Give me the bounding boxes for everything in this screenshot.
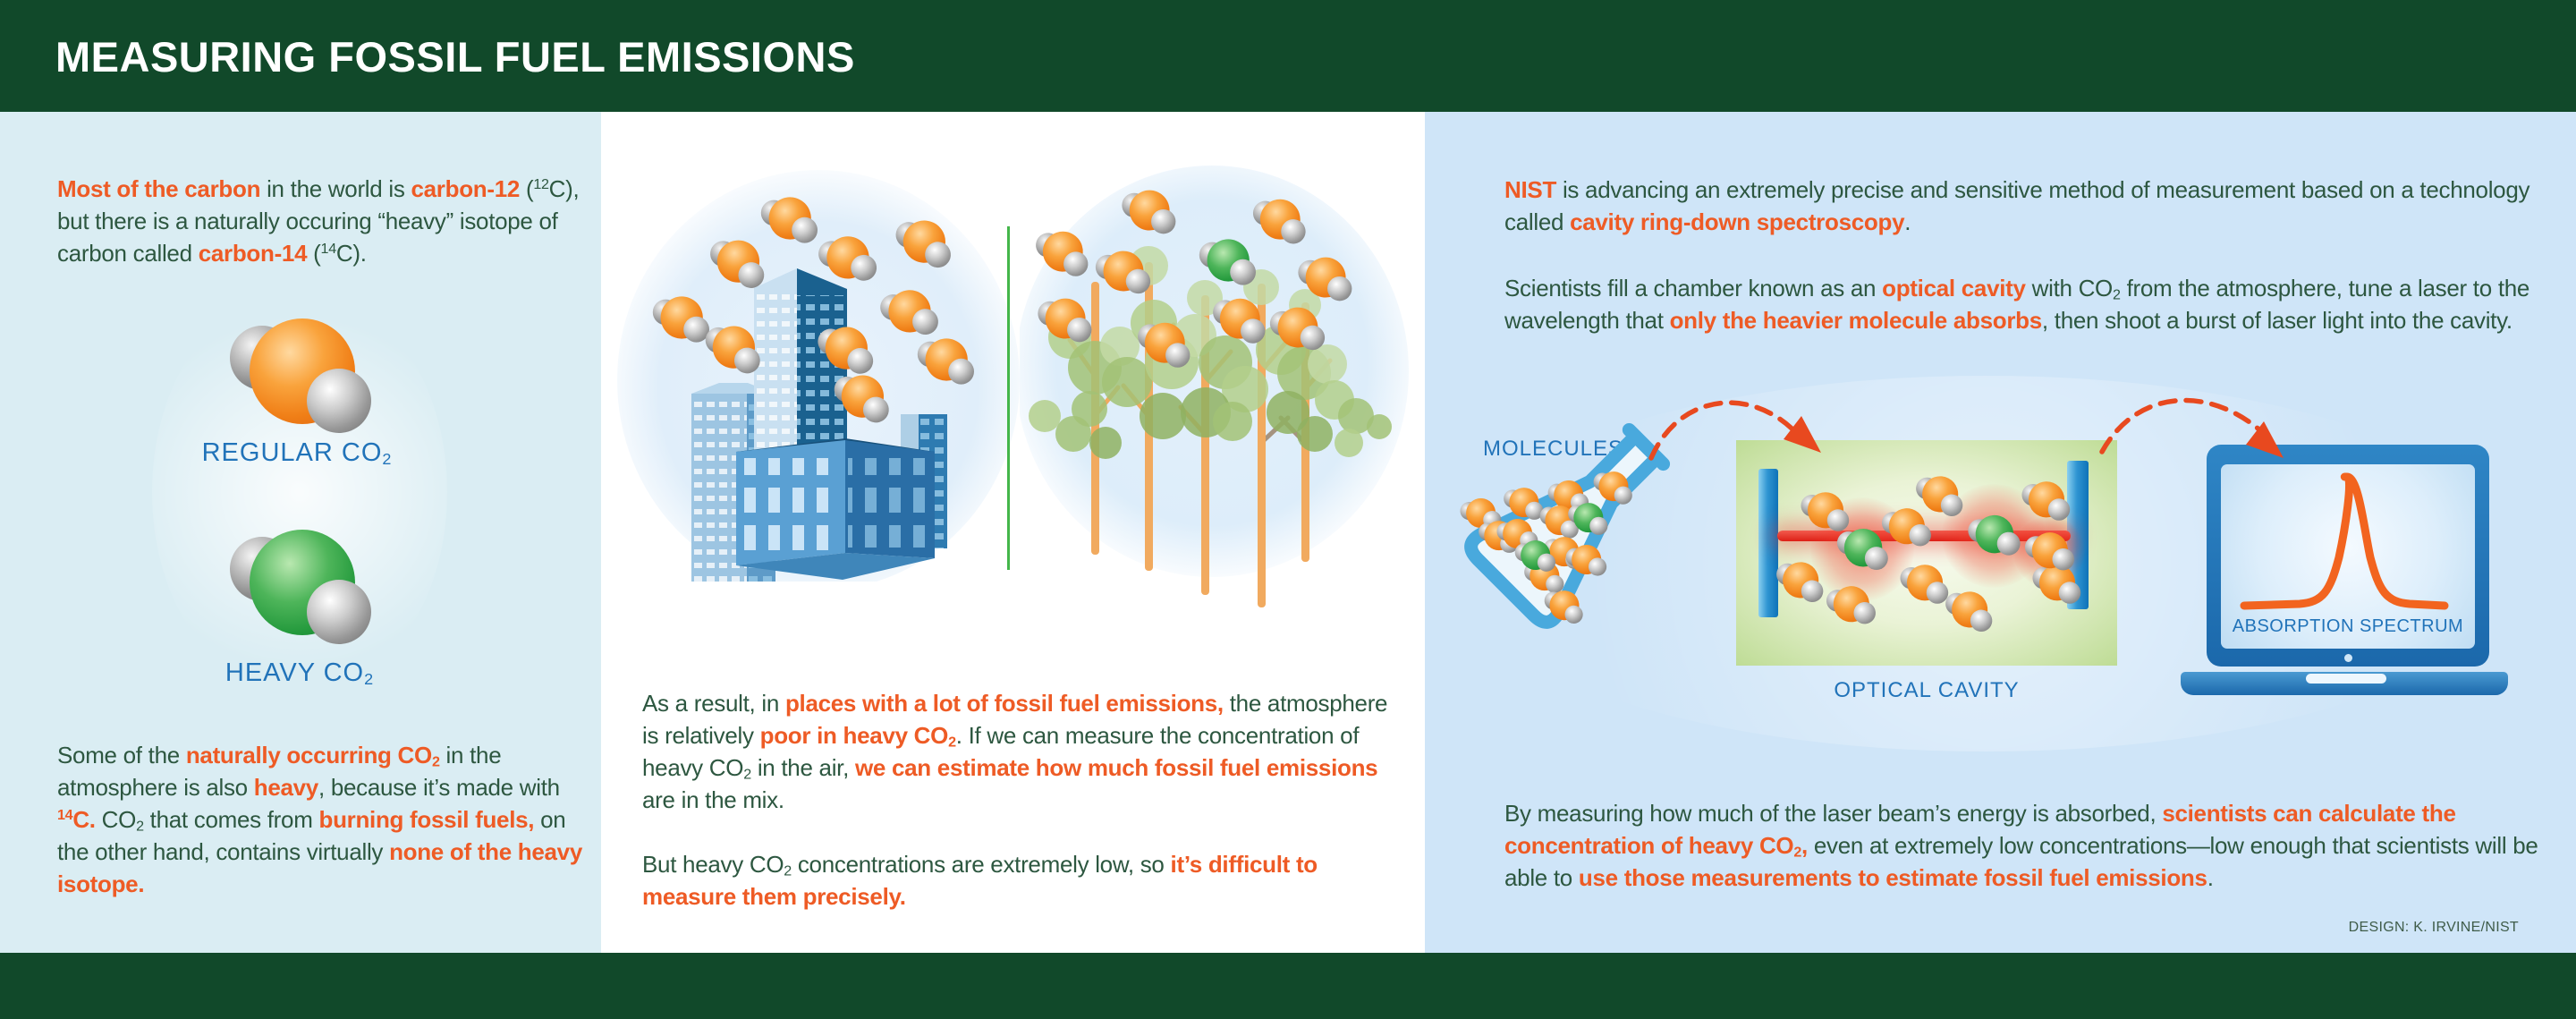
co2-molecule-icon [1135, 319, 1193, 369]
co2-molecule-icon [1774, 559, 1826, 604]
heavy-co2-molecule-icon [1199, 239, 1256, 286]
header-bar: MEASURING FOSSIL FUEL EMISSIONS [0, 0, 2576, 112]
co2-molecule-icon [1591, 470, 1633, 505]
co2-molecule-icon [917, 338, 974, 386]
molecules-label: MOLECULES [1483, 437, 1624, 461]
design-credit: DESIGN: K. IRVINE/NIST [2348, 920, 2519, 935]
co2-molecule-icon [701, 322, 763, 375]
co2-molecule-icon [1801, 492, 1850, 532]
laptop-base-notch [2306, 674, 2386, 684]
heavy-co2-molecule-icon [1513, 539, 1556, 575]
co2-molecule-icon [1122, 190, 1176, 234]
cavity-mirror-left-icon [1758, 469, 1778, 617]
co2-molecule-icon [760, 197, 818, 244]
co2-molecule-icon [1268, 305, 1326, 353]
left-paragraph-1: Most of the carbon in the world is carbo… [57, 175, 580, 267]
divider-line [1007, 226, 1010, 570]
regular-co2-label: REGULAR CO2 [201, 438, 393, 468]
co2-molecule-icon [228, 317, 371, 435]
co2-molecule-icon [652, 296, 709, 344]
page-title: MEASURING FOSSIL FUEL EMISSIONS [55, 33, 855, 81]
left-paragraph-2: Some of the naturally occurring CO2 in t… [57, 742, 583, 897]
right-paragraph-3: By measuring how much of the laser beam’… [1504, 800, 2538, 891]
co2-molecule-icon [1542, 589, 1585, 625]
co2-molecule-icon [830, 371, 892, 424]
co2-molecule-icon [893, 217, 953, 269]
optical-cavity-label: OPTICAL CAVITY [1834, 678, 2020, 702]
co2-molecule-icon [1094, 249, 1152, 297]
co2-molecule-icon [1298, 257, 1352, 301]
middle-paragraph-2: But heavy CO2 concentrations are extreme… [642, 851, 1318, 910]
right-paragraph-1: NIST is advancing an extremely precise a… [1504, 176, 2530, 235]
co2-molecule-icon [816, 233, 878, 285]
heavy-co2-label: HEAVY CO2 [225, 658, 375, 688]
heavy-co2-molecule-icon [228, 528, 371, 646]
laptop-hinge-dot [2344, 654, 2352, 662]
absorption-spectrum-curve [2240, 472, 2449, 610]
co2-molecule-icon [1900, 565, 1949, 605]
trees-illustration [1020, 166, 1409, 607]
co2-molecule-icon [815, 324, 876, 375]
co2-molecule-icon [1250, 197, 1308, 245]
co2-molecule-icon [1033, 228, 1091, 277]
building-front [736, 438, 935, 580]
co2-molecule-icon [1943, 589, 1995, 633]
co2-molecule-icon [2021, 481, 2071, 522]
footer-bar: NIST National Institute of Standards and… [0, 953, 2576, 1019]
middle-paragraph-1: As a result, in places with a lot of fos… [642, 690, 1388, 813]
co2-molecule-icon [1564, 542, 1608, 579]
co2-molecule-icon [706, 235, 769, 290]
co2-molecule-icon [2032, 565, 2081, 605]
co2-molecule-icon [1504, 488, 1544, 521]
right-paragraph-2: Scientists fill a chamber known as an op… [1504, 275, 2530, 334]
heavy-co2-molecule-icon [1966, 513, 2021, 559]
co2-molecule-icon [2023, 530, 2075, 573]
co2-molecule-icon [1210, 295, 1268, 344]
co2-molecule-icon [1825, 583, 1877, 627]
co2-molecule-icon [1038, 298, 1092, 343]
co2-molecule-icon [878, 287, 940, 339]
absorption-spectrum-label: ABSORPTION SPECTRUM [2232, 616, 2464, 636]
heavy-co2-molecule-icon [1836, 528, 1888, 571]
heavy-co2-molecule-icon [1568, 503, 1608, 536]
